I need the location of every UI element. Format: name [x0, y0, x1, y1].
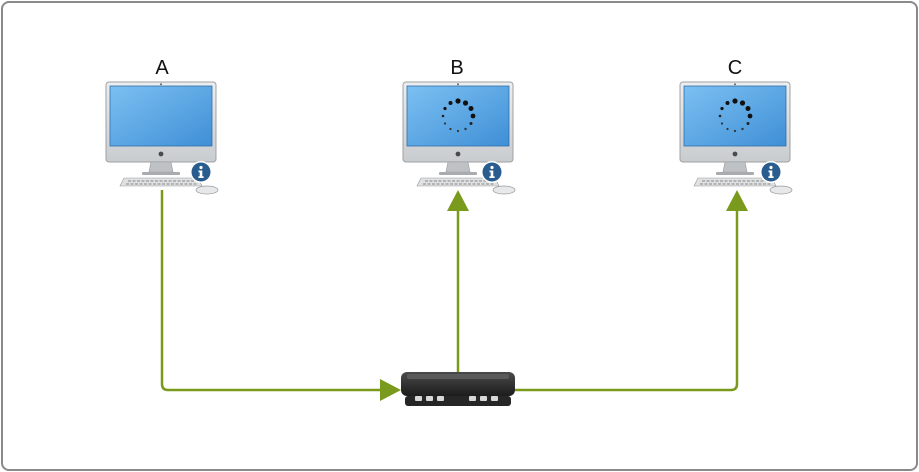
link-a-to-switch [160, 190, 385, 392]
computer-b-label: B [450, 57, 464, 79]
link-switch-to-c [515, 208, 739, 392]
arrow-into-c [726, 190, 748, 211]
info-icon [760, 161, 782, 183]
switch-icon [401, 372, 515, 406]
info-icon [190, 161, 212, 183]
arrow-into-switch [380, 379, 401, 401]
computer-c-label: C [727, 57, 743, 79]
computer-a-label: A [155, 57, 169, 79]
arrow-into-b [447, 190, 469, 211]
info-icon [481, 161, 503, 183]
